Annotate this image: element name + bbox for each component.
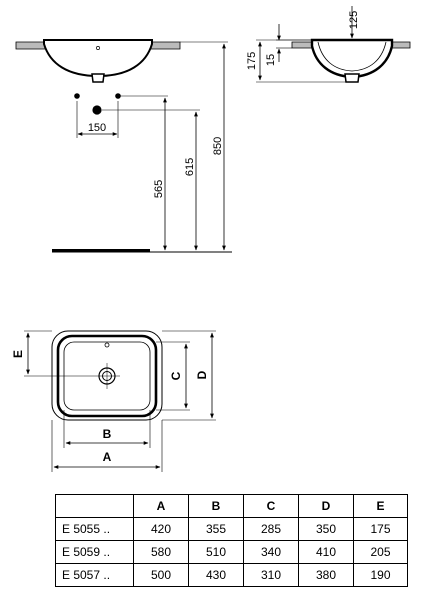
cell-e: 205: [353, 540, 408, 564]
cell-d: 350: [298, 517, 354, 541]
table-row: E 5059 .. 580 510 340 410 205: [55, 540, 408, 564]
cell-c: 310: [243, 563, 299, 587]
cell-c: 340: [243, 540, 299, 564]
table-row: E 5057 .. 500 430 310 380 190: [55, 563, 408, 587]
section-waste-outlet: [344, 73, 360, 83]
header-cell-d: D: [298, 494, 354, 518]
cell-model: E 5057 ..: [55, 563, 134, 587]
basin-bowl-section: [310, 38, 394, 79]
dimension-table: A B C D E E 5055 .. 420 355 285 350 175 …: [55, 494, 408, 587]
cell-a: 420: [133, 517, 189, 541]
overflow-hole: [96, 46, 100, 50]
waste-point: [92, 105, 102, 115]
label-e: E: [11, 350, 25, 358]
cell-b: 510: [188, 540, 244, 564]
label-d: D: [195, 370, 209, 379]
header-cell-c: C: [243, 494, 299, 518]
label-c: C: [169, 371, 183, 380]
cell-a: 500: [133, 563, 189, 587]
cell-b: 355: [188, 517, 244, 541]
cell-e: 190: [353, 563, 408, 587]
label-b: B: [103, 427, 112, 441]
dim-rim-thickness: 15: [265, 54, 277, 66]
dim-bowl-depth: 125: [348, 11, 360, 29]
basin-bowl-front: [43, 39, 153, 78]
cell-e: 175: [353, 517, 408, 541]
header-cell-e: E: [353, 494, 408, 518]
side-section: 125 15 175: [246, 6, 411, 83]
waste-outlet: [91, 73, 105, 83]
dim-total-depth: 175: [246, 52, 258, 70]
plan-overflow: [104, 342, 110, 348]
cell-b: 430: [188, 563, 244, 587]
cell-a: 580: [133, 540, 189, 564]
section-countertop-left: [291, 41, 315, 49]
table-header-row: A B C D E: [55, 494, 408, 518]
cell-model: E 5055 ..: [55, 517, 134, 541]
dim-tap-spacing: 150: [88, 122, 106, 134]
dim-total-height: 850: [212, 137, 224, 155]
cell-model: E 5059 ..: [55, 540, 134, 564]
supply-point-left: [74, 93, 80, 99]
plan-view: E C D B A: [11, 330, 216, 472]
table-row: E 5055 .. 420 355 285 350 175: [55, 517, 408, 541]
dim-waste-height: 615: [184, 158, 196, 176]
header-cell-a: A: [133, 494, 189, 518]
header-cell-b: B: [188, 494, 244, 518]
label-a: A: [103, 450, 112, 464]
front-elevation: 150 565 615 850: [15, 39, 232, 253]
cell-c: 285: [243, 517, 299, 541]
cell-d: 410: [298, 540, 354, 564]
header-cell-model: [55, 494, 134, 518]
dim-trap-height: 565: [153, 180, 165, 198]
cell-d: 380: [298, 563, 354, 587]
